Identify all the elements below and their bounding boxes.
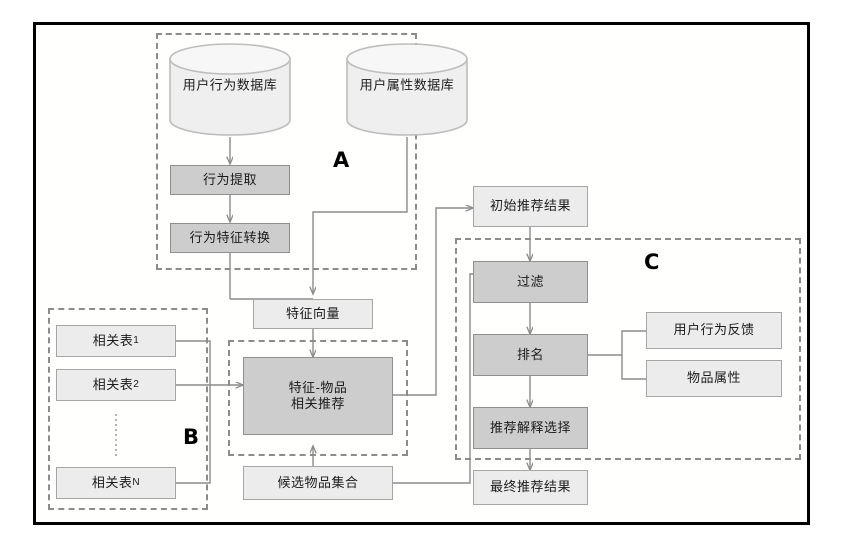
node-item-attribute[interactable]: 物品属性 — [646, 360, 782, 397]
relation-table-n-label: 相关表 — [91, 474, 133, 490]
node-behavior-feature-transform[interactable]: 行为特征转换 — [170, 223, 290, 253]
node-final-recommend-result-label: 最终推荐结果 — [489, 479, 571, 495]
region-b-label: B — [183, 425, 200, 449]
node-behavior-extraction-label: 行为提取 — [202, 171, 257, 187]
user-attribute-db: 用户属性数据库 — [345, 42, 469, 137]
node-feature-vector-label: 特征向量 — [285, 305, 340, 321]
node-candidate-item-set-label: 候选物品集合 — [277, 474, 359, 490]
cylinder-shape — [346, 43, 468, 136]
relation-table-1-index: 1 — [133, 334, 140, 346]
region-a-boundary — [156, 33, 417, 270]
node-initial-recommend-result-label: 初始推荐结果 — [489, 198, 571, 214]
node-item-attribute-label: 物品属性 — [686, 370, 741, 386]
node-final-recommend-result[interactable]: 最终推荐结果 — [473, 470, 588, 505]
region-c-label: C — [644, 250, 660, 274]
relation-table-n-index: N — [132, 476, 141, 488]
node-feature-vector[interactable]: 特征向量 — [253, 299, 373, 329]
relation-table-2-label: 相关表 — [92, 376, 134, 392]
node-candidate-item-set[interactable]: 候选物品集合 — [243, 466, 393, 500]
node-behavior-extraction[interactable]: 行为提取 — [170, 165, 290, 195]
user-behavior-db: 用户行为数据库 — [168, 42, 292, 137]
node-initial-recommend-result[interactable]: 初始推荐结果 — [473, 186, 588, 227]
node-recommend-explain-select[interactable]: 推荐解释选择 — [473, 407, 588, 449]
region-a-label: A — [333, 148, 350, 172]
node-user-behavior-feedback-label: 用户行为反馈 — [673, 322, 755, 338]
node-ranking[interactable]: 排名 — [473, 334, 588, 376]
relation-table-ellipsis — [115, 414, 117, 457]
cylinder-shape — [169, 43, 291, 136]
node-ranking-label: 排名 — [516, 346, 544, 362]
node-feature-item-recommend-label-line1: 特征-物品 — [288, 379, 348, 395]
node-feature-item-recommend-label-line2: 相关推荐 — [290, 396, 345, 411]
node-behavior-feature-transform-label: 行为特征转换 — [189, 229, 271, 245]
user-behavior-db-label: 用户行为数据库 — [182, 77, 278, 93]
node-feature-item-recommend[interactable]: 特征-物品 相关推荐 — [243, 357, 393, 435]
node-filter-label: 过滤 — [516, 273, 544, 289]
node-recommend-explain-select-label: 推荐解释选择 — [489, 419, 571, 435]
node-user-behavior-feedback[interactable]: 用户行为反馈 — [646, 312, 782, 349]
node-filter[interactable]: 过滤 — [473, 261, 588, 303]
relation-table-2-index: 2 — [133, 378, 140, 390]
relation-table-1-label: 相关表 — [92, 332, 134, 348]
user-attribute-db-label: 用户属性数据库 — [359, 77, 455, 93]
